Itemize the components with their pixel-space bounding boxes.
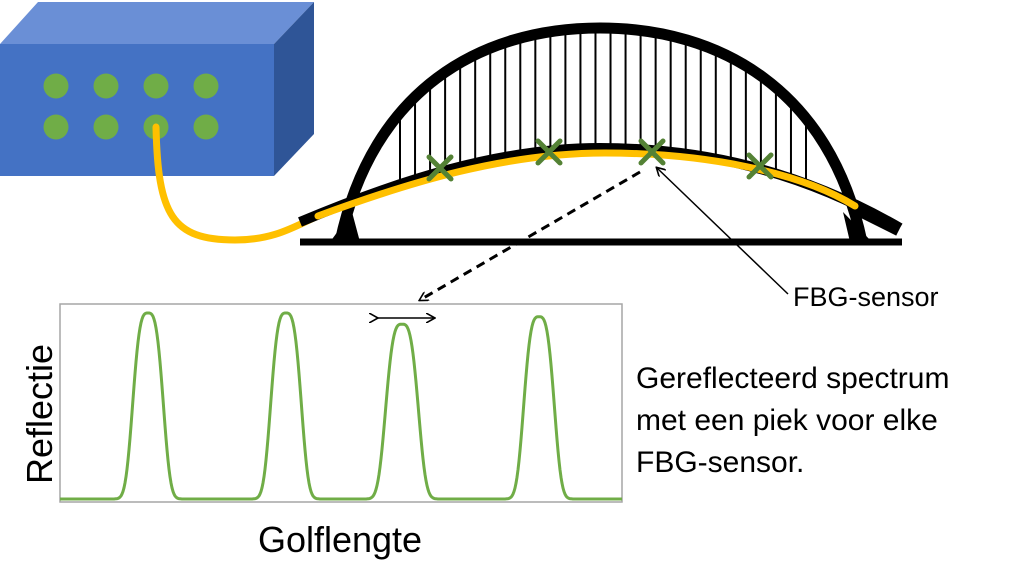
box-top-face: [0, 2, 314, 44]
connector-port: [143, 73, 169, 99]
bridge-arch-base-right: [843, 212, 872, 242]
optical-fiber-on-bridge: [314, 149, 859, 220]
optical-fiber-lead: [152, 123, 322, 244]
spectrum-line: [59, 311, 623, 501]
arch-bridge: [298, 22, 903, 246]
fbg-sensor-label: FBG-sensor: [793, 282, 939, 312]
box-side-face: [274, 2, 314, 176]
connector-port: [93, 73, 119, 99]
box-front-face: [0, 44, 274, 176]
sensor-pointer-arrow: [657, 168, 789, 295]
spectrum-peaks: [59, 311, 623, 501]
spectrum-plot-frame: [59, 303, 623, 503]
interrogator-box: [0, 2, 314, 176]
connector-port: [193, 73, 219, 99]
bridge-hangers: [399, 32, 807, 181]
bridge-arch: [334, 22, 868, 244]
y-axis-label: Reflectie: [19, 343, 60, 485]
connector-port: [43, 73, 69, 99]
connector-port: [93, 114, 119, 140]
connector-port: [193, 114, 219, 140]
sensor-to-spectrum-arrow: [420, 170, 641, 300]
description-line-1: Gereflecteerd spectrum: [636, 362, 950, 395]
spectrum-description: Gereflecteerd spectrum met een piek voor…: [636, 358, 949, 484]
fbg-sensor-marks: [426, 138, 774, 182]
fbg-sensor-mark: [746, 152, 774, 180]
description-line-2: met een piek voor elke: [636, 404, 938, 437]
fbg-sensor-mark: [535, 138, 563, 166]
spectrum-chart: [59, 303, 623, 503]
fbg-sensor-mark: [426, 154, 454, 182]
connector-port: [43, 114, 69, 140]
x-axis-label: Golflengte: [257, 519, 423, 560]
fbg-sensor-mark: [638, 138, 666, 166]
description-line-3: FBG-sensor.: [636, 446, 805, 479]
bridge-arch-base-left: [330, 212, 360, 242]
bridge-deck-end: [856, 208, 900, 236]
